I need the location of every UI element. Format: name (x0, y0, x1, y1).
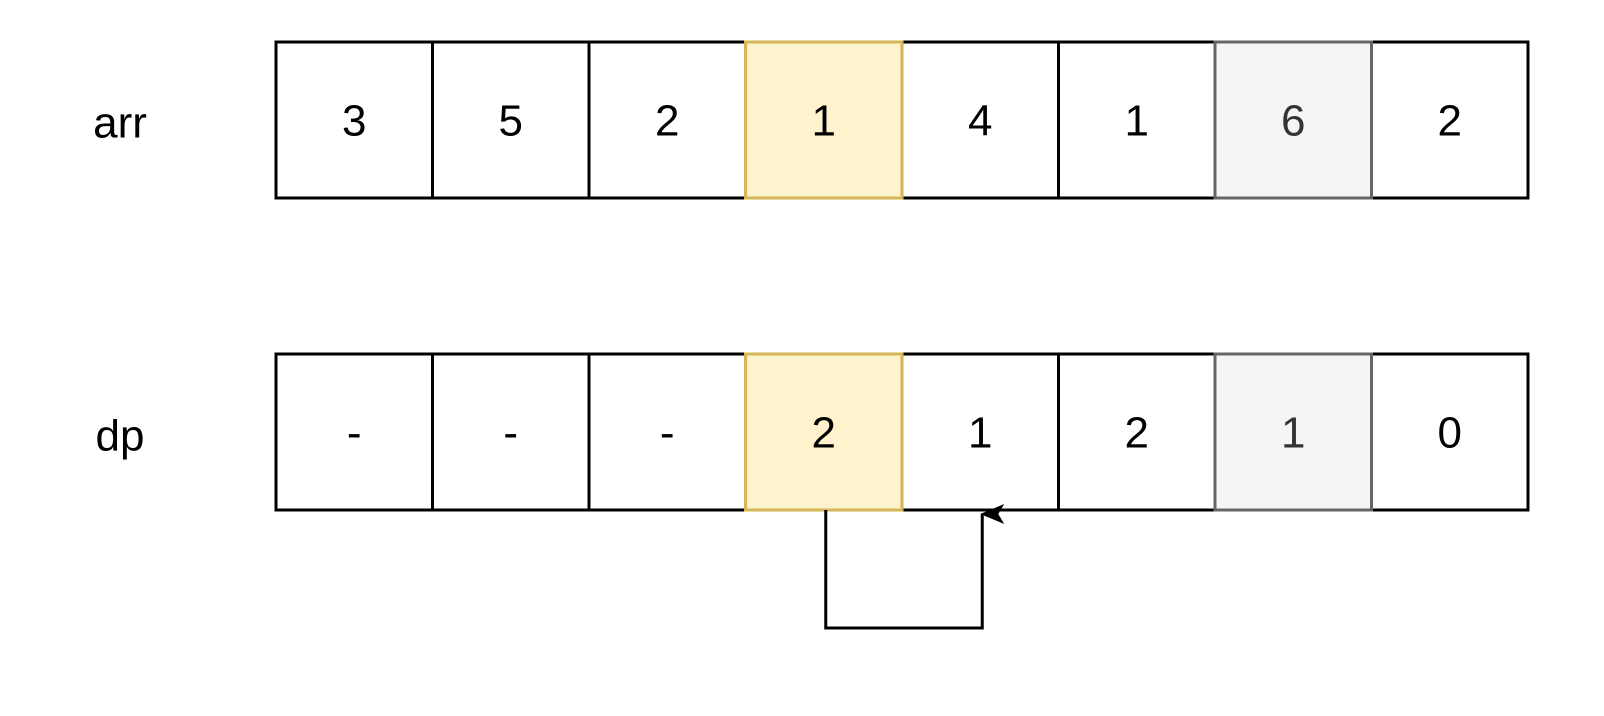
dp-cell-value-6: 1 (1281, 409, 1305, 458)
dp-cell-value-2: - (660, 409, 675, 458)
arr-cell-3 (744, 40, 904, 200)
arr-cell-value-5: 1 (1125, 97, 1149, 146)
dp-cell-6 (1213, 352, 1373, 512)
dp-cell-4 (900, 352, 1060, 512)
dp-array: - - - 1 2 0 2 1 (274, 352, 1530, 512)
arr-cell-2 (587, 40, 747, 200)
transition-arrow (824, 504, 1005, 630)
dp-cell-7 (1370, 352, 1530, 512)
arr-array: 3 5 2 4 1 2 1 6 (274, 40, 1530, 200)
dp-row-label: dp (96, 412, 145, 461)
arr-cell-1 (431, 40, 591, 200)
arr-cell-0 (274, 40, 434, 200)
arr-cell-value-4: 4 (968, 97, 992, 146)
arr-cell-value-6: 6 (1281, 97, 1305, 146)
dp-cell-value-0: - (347, 409, 362, 458)
dp-cell-value-7: 0 (1438, 409, 1462, 458)
dp-cell-value-1: - (503, 409, 518, 458)
arr-cell-value-2: 2 (655, 97, 679, 146)
dp-cell-1 (431, 352, 591, 512)
arr-cell-value-3: 1 (812, 97, 836, 146)
arr-cell-value-0: 3 (342, 97, 366, 146)
dp-cell-3 (744, 352, 904, 512)
arr-cell-5 (1057, 40, 1217, 200)
dp-cell-5 (1057, 352, 1217, 512)
arr-row-label: arr (93, 99, 147, 148)
arr-cell-value-1: 5 (499, 97, 523, 146)
dp-cell-value-3: 2 (812, 409, 836, 458)
dp-cell-value-4: 1 (968, 409, 992, 458)
arr-cell-6 (1213, 40, 1373, 200)
dp-cell-value-5: 2 (1125, 409, 1149, 458)
dp-cell-0 (274, 352, 434, 512)
arr-cell-value-7: 2 (1438, 97, 1462, 146)
